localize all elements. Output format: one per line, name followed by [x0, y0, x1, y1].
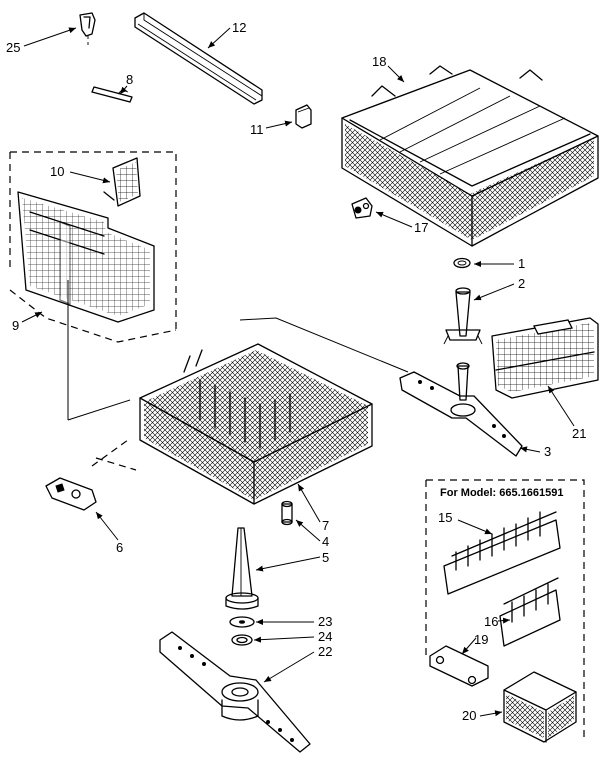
callout-12: 12: [232, 20, 246, 35]
callout-8: 8: [126, 72, 133, 87]
leader-17: [375, 211, 413, 228]
leader-19: [461, 637, 477, 655]
silverware-basket-part-9: [17, 191, 155, 323]
leader-22: [263, 651, 315, 683]
upper-spray-tube-part-2: [443, 287, 483, 345]
callout-3: 3: [544, 444, 551, 459]
leader-10: [69, 171, 111, 184]
rack-roller-part-17: [351, 197, 373, 219]
seal-part-24: [231, 634, 253, 646]
leader-16: [497, 617, 511, 624]
rack-stop-clip-part-25: [79, 12, 96, 46]
small-basket-part-20: [503, 671, 577, 743]
basket-divider-part-15: [443, 511, 561, 595]
lower-spray-tube-part-5: [225, 527, 259, 610]
leader-8: [119, 85, 128, 95]
callout-15: 15: [438, 510, 452, 525]
callout-18: 18: [372, 54, 386, 69]
callout-6: 6: [116, 540, 123, 555]
callout-20: 20: [462, 708, 476, 723]
callout-21: 21: [572, 426, 586, 441]
reference-line-left: [67, 399, 131, 421]
callout-10: 10: [50, 164, 64, 179]
callout-9: 9: [12, 318, 19, 333]
seal-ring-part-1: [453, 257, 471, 269]
seal-ring-inner: [457, 260, 467, 266]
silverware-basket-part-21: [491, 317, 599, 399]
callout-25: 25: [6, 40, 20, 55]
leader-18: [387, 65, 405, 83]
callout-22: 22: [318, 644, 332, 659]
callout-16: 16: [484, 614, 498, 629]
callout-19: 19: [474, 632, 488, 647]
leader-3: [519, 446, 541, 453]
callout-2: 2: [518, 276, 525, 291]
washer-part-23: [229, 616, 255, 628]
basket-divider-part-10: [103, 157, 141, 207]
upper-rack-part-18: [341, 65, 599, 247]
silverware-basket-group-box: [9, 151, 177, 343]
model-group-box: [425, 479, 585, 742]
pin-part-8: [91, 86, 133, 103]
end-cap-part-11: [295, 104, 312, 129]
leader-9: [21, 311, 43, 323]
callout-11: 11: [250, 122, 264, 137]
callout-1: 1: [518, 256, 525, 271]
leader-20: [479, 710, 503, 717]
model-label: For Model: 665.1661591: [440, 487, 564, 499]
reference-line-upper: [239, 317, 409, 373]
lower-spray-arm-part-22: [159, 631, 311, 753]
callout-5: 5: [322, 550, 329, 565]
callout-24: 24: [318, 629, 332, 644]
callout-23: 23: [318, 614, 332, 629]
leader-24: [253, 636, 315, 643]
leader-25: [23, 27, 77, 47]
clip-part-19: [429, 645, 489, 687]
stem-part-4: [281, 500, 293, 526]
callout-17: 17: [414, 220, 428, 235]
callout-4: 4: [322, 534, 329, 549]
leader-5: [255, 556, 321, 572]
lower-rack-roller-part-6: [45, 477, 97, 511]
leader-2: [473, 283, 515, 301]
leader-6: [95, 511, 119, 541]
leader-11: [265, 120, 293, 129]
reference-dash-lower: [91, 439, 137, 471]
leader-4: [295, 519, 321, 542]
basket-divider-part-16: [499, 577, 561, 647]
callout-7: 7: [322, 518, 329, 533]
lower-rack-part-7: [139, 343, 373, 505]
upper-spray-arm-part-3: [399, 362, 523, 457]
leader-15: [457, 519, 493, 535]
track-bar-part-12: [134, 12, 263, 105]
leader-21: [547, 385, 575, 427]
leader-7: [297, 483, 321, 523]
leader-12: [207, 27, 231, 49]
